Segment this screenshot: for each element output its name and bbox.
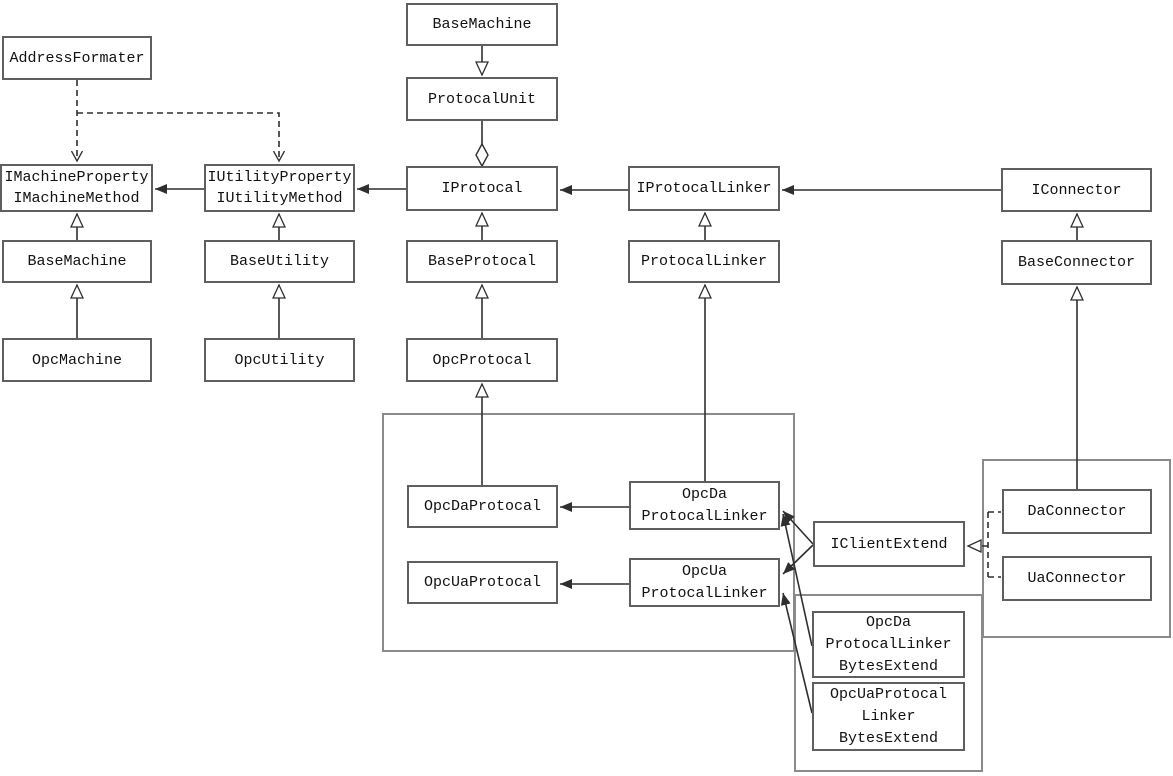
class-label: OpcDa: [681, 485, 727, 503]
class-box-opcda-protocallinker[interactable]: OpcDa ProtocalLinker: [629, 481, 780, 530]
class-label: BytesExtend: [838, 729, 939, 747]
association-opcuabytes-to-opcualinker: [780, 592, 813, 714]
aggregation-diamond: [475, 142, 489, 168]
class-box-uaconnector[interactable]: UaConnector: [1002, 556, 1152, 601]
class-label: IProtocalLinker: [636, 180, 772, 197]
association-iclientextend-to-opcualinker: [782, 544, 814, 575]
class-box-opcutility[interactable]: OpcUtility: [204, 338, 355, 382]
class-label: IUtilityProperty: [207, 169, 352, 186]
class-label: UaConnector: [1027, 570, 1127, 587]
class-box-opcdaprotocal[interactable]: OpcDaProtocal: [407, 485, 558, 528]
class-box-protocalunit[interactable]: ProtocalUnit: [406, 77, 558, 121]
class-label: Linker: [861, 707, 916, 725]
class-box-opcuaprotocal[interactable]: OpcUaProtocal: [407, 561, 558, 604]
class-label: ProtocalLinker: [641, 584, 768, 602]
class-label: BaseUtility: [229, 253, 330, 270]
class-box-iprotocal[interactable]: IProtocal: [406, 166, 558, 211]
class-label: OpcUaProtocal: [423, 574, 542, 591]
class-box-addressformater[interactable]: AddressFormater: [2, 36, 152, 80]
group-box-opc-protocol: [382, 413, 795, 652]
class-box-baseutility[interactable]: BaseUtility: [204, 240, 355, 283]
class-label: ProtocalUnit: [427, 90, 537, 108]
class-label: OpcUaProtocal: [829, 685, 948, 703]
class-label: OpcMachine: [31, 351, 122, 369]
class-label: OpcProtocal: [432, 351, 532, 369]
class-label: BaseMachine: [27, 253, 127, 270]
class-label: BaseMachine: [432, 16, 532, 33]
class-box-opcprotocal[interactable]: OpcProtocal: [406, 338, 558, 382]
class-box-basemachine-top[interactable]: BaseMachine: [406, 3, 558, 46]
class-label: BytesExtend: [838, 657, 939, 675]
class-label: OpcDaProtocal: [423, 498, 542, 515]
class-label: ProtocalLinker: [641, 507, 768, 525]
class-label: IProtocal: [441, 180, 523, 197]
class-box-iprotocallinker[interactable]: IProtocalLinker: [628, 166, 780, 211]
class-label: IMachineMethod: [13, 190, 140, 207]
class-box-basemachine-left[interactable]: BaseMachine: [2, 240, 152, 283]
class-label: IClientExtend: [830, 535, 948, 553]
class-box-imachineproperty[interactable]: IMachineProperty IMachineMethod: [0, 164, 153, 212]
association-iclientextend-to-opcdalinker: [782, 510, 814, 545]
class-label: ProtocalLinker: [640, 253, 768, 270]
class-box-protocallinker[interactable]: ProtocalLinker: [628, 240, 780, 283]
class-label: ProtocalLinker: [825, 635, 952, 653]
class-box-daconnector[interactable]: DaConnector: [1002, 489, 1152, 534]
class-box-opcuaprotocal-linker-bytesextend[interactable]: OpcUaProtocal Linker BytesExtend: [812, 682, 965, 751]
class-label: OpcUa: [681, 562, 727, 580]
group-box-bytes-extend: [794, 594, 983, 772]
class-box-baseconnector[interactable]: BaseConnector: [1001, 240, 1152, 285]
class-box-baseprotocal[interactable]: BaseProtocal: [406, 240, 558, 283]
class-box-opcmachine[interactable]: OpcMachine: [2, 338, 152, 382]
class-label: BaseProtocal: [427, 253, 537, 270]
class-label: AddressFormater: [9, 49, 145, 67]
class-label: IConnector: [1031, 181, 1122, 199]
class-label: BaseConnector: [1017, 254, 1136, 271]
class-box-opcda-protocallinker-bytesextend[interactable]: OpcDa ProtocalLinker BytesExtend: [812, 611, 965, 678]
class-label: DaConnector: [1027, 503, 1127, 520]
class-box-iclientextend[interactable]: IClientExtend: [813, 521, 965, 567]
class-box-iconnector[interactable]: IConnector: [1001, 168, 1152, 212]
association-opcdabytes-to-opcdalinker: [780, 513, 813, 647]
class-label: IUtilityMethod: [216, 190, 343, 207]
class-box-opcua-protocallinker[interactable]: OpcUa ProtocalLinker: [629, 558, 780, 607]
dependency-addressformater-to-iutility: [77, 112, 279, 161]
class-label: OpcUtility: [234, 351, 325, 369]
class-box-iutilityproperty[interactable]: IUtilityProperty IUtilityMethod: [204, 164, 355, 212]
class-label: IMachineProperty: [4, 169, 149, 186]
class-label: OpcDa: [865, 613, 911, 631]
